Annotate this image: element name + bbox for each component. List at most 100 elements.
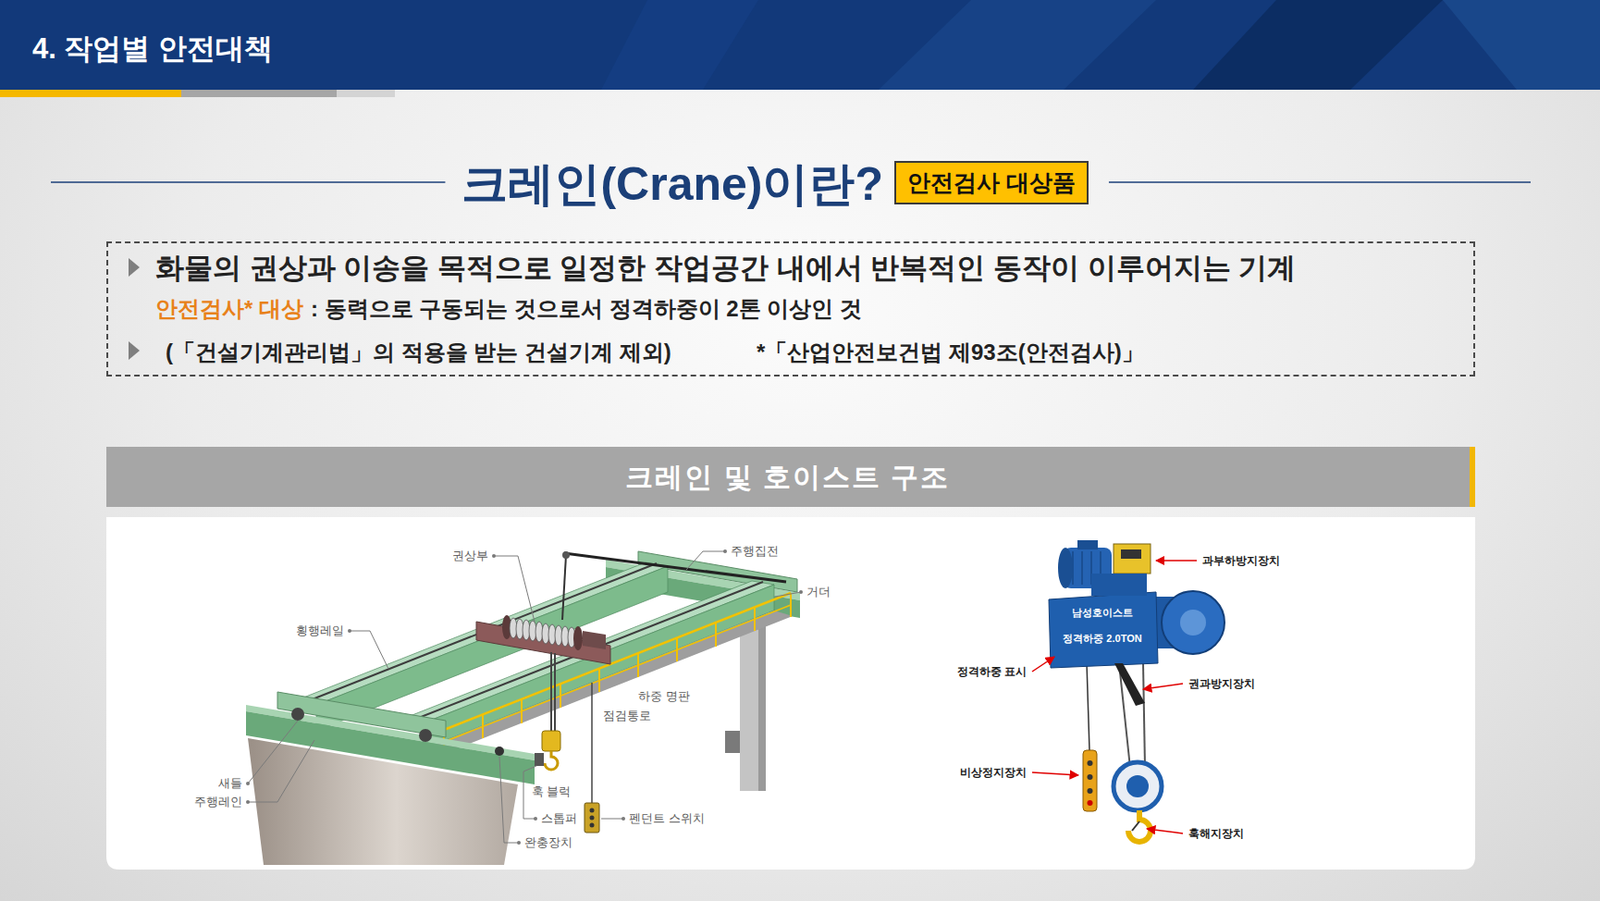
hoist-photo — [1143, 663, 1145, 768]
crane-illustration — [422, 584, 775, 750]
callout-arrow — [1032, 772, 1079, 776]
crane-illustration — [550, 652, 553, 731]
leader-line — [499, 756, 519, 843]
crane-illustration — [559, 683, 562, 708]
hoist-photo — [1126, 775, 1149, 798]
callout-arrow — [1032, 656, 1055, 672]
crane-illustration — [590, 823, 595, 828]
crane-illustration — [443, 592, 791, 754]
callout-arrow — [1032, 560, 1197, 834]
crane-illustration — [411, 581, 764, 721]
hoist-photo — [1058, 547, 1073, 589]
definition-text: 화물의 권상과 이송을 목적으로 일정한 작업공간 내에서 반복적인 동작이 이… — [155, 250, 1296, 286]
leader-line — [349, 630, 389, 669]
note-text: *「산업안전보건법 제93조(안전검사)」 — [756, 338, 1145, 367]
crane-illustration — [418, 728, 432, 742]
crane-illustration — [246, 551, 800, 865]
crane-illustration — [562, 554, 567, 620]
crane-illustration — [753, 606, 756, 631]
header-band: 4. 작업별 안전대책 — [0, 0, 1600, 90]
nameplate-text: 정격하중 2.0TON — [1062, 630, 1142, 646]
leader-dot — [246, 781, 250, 786]
crane-illustration — [725, 730, 740, 753]
leader-line — [247, 551, 801, 843]
leader-dot — [621, 816, 626, 821]
nameplate-text: 남성호이스트 — [1071, 604, 1133, 620]
header-decor — [601, 0, 759, 90]
crane-illustration — [422, 610, 793, 755]
leader-line — [247, 739, 315, 802]
crane-illustration — [590, 808, 595, 813]
crane-illustration — [789, 592, 792, 617]
bullet-triangle — [128, 258, 140, 360]
hoist-photo — [1087, 774, 1094, 780]
crane-illustration — [443, 604, 791, 742]
crane-illustration — [553, 652, 556, 731]
hoist-photo — [1048, 540, 1225, 842]
header-decor — [1442, 0, 1600, 90]
crane-illustration — [582, 630, 606, 650]
crane-illustration — [520, 699, 523, 724]
part-label: 거더 — [806, 584, 831, 600]
hoist-photo — [1113, 762, 1162, 811]
crane-illustration — [562, 551, 570, 559]
hoist-photo — [1161, 590, 1225, 654]
part-label: 펜던트 스위치 — [628, 811, 705, 826]
leader-dot — [516, 840, 521, 845]
note-text: : 동력으로 구동되는 것으로서 정격하중이 2톤 이상인 것 — [310, 295, 862, 323]
highlight-term: 안전검사* 대상 — [155, 295, 304, 323]
part-label: 훅 블럭 — [531, 784, 572, 800]
crane-illustration — [277, 691, 446, 738]
part-label: 권상부 — [452, 548, 489, 564]
bullet-triangle — [128, 258, 140, 277]
part-label: 새들 — [218, 775, 243, 791]
crane-illustration — [714, 622, 717, 647]
header-decor — [0, 0, 1600, 98]
leader-line — [601, 818, 624, 820]
crane-illustration — [400, 580, 775, 724]
header-decor — [1193, 0, 1443, 90]
header-decor — [0, 89, 182, 98]
section-band: 크레인 및 호이스트 구조 — [106, 446, 1476, 507]
leader-line — [686, 551, 726, 570]
section-heading: 4. 작업별 안전대책 — [32, 30, 273, 68]
part-label: 점검통로 — [603, 708, 652, 724]
crane-illustration — [476, 621, 611, 665]
crane-illustration — [637, 652, 640, 677]
leader-line — [775, 591, 801, 597]
part-label: 하중 명판 — [638, 689, 690, 704]
crane-illustration — [590, 682, 593, 803]
leader-line — [493, 555, 535, 622]
callout-label: 훅해지장치 — [1188, 825, 1244, 841]
crane-illustration — [509, 617, 576, 648]
band-heading: 크레인 및 호이스트 구조 — [625, 446, 950, 507]
part-label: 스톱퍼 — [541, 811, 578, 826]
leader-dot — [723, 549, 727, 554]
part-label: 주행레인 — [194, 794, 243, 810]
callout-arrow — [1156, 559, 1197, 562]
badge-box: 안전검사 대상품 — [894, 160, 1089, 205]
header-decor — [336, 89, 395, 98]
leader-dot — [347, 628, 352, 633]
header-decor — [878, 0, 1157, 90]
leader-dot — [799, 590, 803, 594]
hoist-photo — [1081, 551, 1084, 585]
callout-label: 정격하중 표시 — [957, 664, 1027, 679]
crane-illustration — [573, 626, 583, 651]
leader-dot — [246, 800, 250, 804]
leader-dot — [246, 549, 803, 845]
hoist-photo — [1128, 810, 1151, 842]
part-label: 주행집전 — [730, 543, 779, 559]
hoist-photo — [1077, 540, 1098, 550]
hoist-photo — [1180, 609, 1207, 636]
hoist-photo — [1113, 543, 1151, 574]
crane-illustration — [544, 750, 558, 770]
callout-label: 비상정지장치 — [960, 764, 1027, 780]
slide-title: 크레인(Crane)이란? — [461, 156, 884, 212]
crane-illustration — [541, 730, 561, 751]
crane-illustration — [291, 707, 305, 721]
title-rule — [1108, 181, 1531, 184]
hoist-photo — [1132, 821, 1140, 831]
part-label: 횡행레일 — [295, 623, 345, 639]
